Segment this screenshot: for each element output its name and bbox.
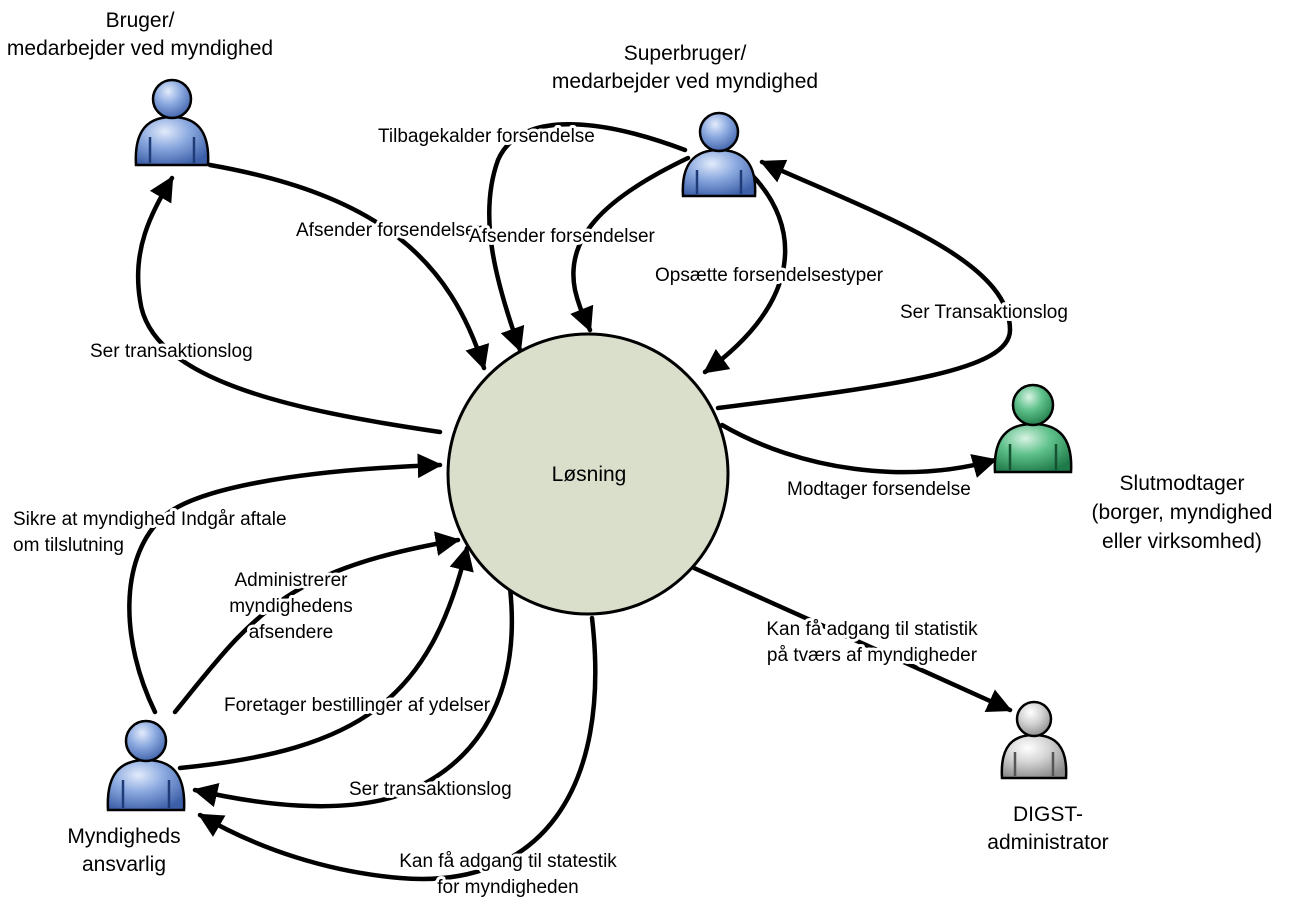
user-icon-green [993, 383, 1073, 474]
label-super-afsender: Afsender forsendelser [469, 226, 656, 247]
label-sikre-2: om tilslutning [13, 535, 124, 556]
label-bruger-afsender: Afsender forsendelser [296, 220, 483, 241]
solution-label: Løsning [552, 463, 627, 486]
edge-digst-statistik [691, 565, 1013, 713]
edge-tilbagekalder [487, 122, 688, 353]
actor-bruger-line2: medarbejder ved myndighed [7, 37, 273, 60]
user-icon-blue [681, 111, 757, 198]
label-tilbagekalder: Tilbagekalder forsendelse [378, 126, 595, 147]
label-bruger-ser-log: Ser transaktionslog [90, 341, 253, 362]
actor-slutmodtager-line3: eller virksomhed) [1102, 530, 1262, 553]
actor-digst-line2: administrator [987, 831, 1108, 854]
label-myn-statistik-2: for myndigheden [437, 877, 579, 898]
label-myn-statistik-1: Kan få adgang til statestik [399, 851, 617, 872]
actor-myndighed: Myndigheds ansvarlig [67, 719, 186, 876]
edge-super-ser-log [715, 159, 1013, 411]
label-adm-3: afsendere [249, 622, 334, 643]
actor-superbruger-line1: Superbruger/ [624, 42, 747, 65]
edge-myn-ser-log [192, 585, 515, 809]
label-super-ser-log: Ser Transaktionslog [900, 302, 1068, 323]
edge-modtager [719, 422, 998, 478]
edge-bruger-ser-log [135, 175, 443, 435]
edge-opsaette [702, 172, 788, 375]
label-digst-statistik-2: på tværs af myndigheder [767, 645, 978, 666]
actor-bruger: Bruger/ medarbejder ved myndighed [7, 9, 273, 167]
label-digst-statistik-1: Kan få adgang til statistik [766, 619, 978, 640]
edge-foretager [177, 545, 474, 771]
actor-digst: DIGST- administrator [987, 700, 1109, 854]
actor-bruger-line1: Bruger/ [106, 9, 175, 32]
edge-sikre [127, 453, 443, 715]
user-icon-blue [134, 78, 210, 167]
label-myn-ser-log: Ser transaktionslog [349, 779, 512, 800]
actor-digst-line1: DIGST- [1013, 803, 1083, 826]
actor-superbruger: Superbruger/ medarbejder ved myndighed [552, 42, 818, 198]
label-modtager: Modtager forsendelse [787, 479, 971, 500]
user-icon-gray [1000, 700, 1068, 780]
user-icon-blue [106, 719, 186, 812]
edge-labels: Tilbagekalder forsendelse Afsender forse… [10, 123, 1071, 901]
actor-superbruger-line2: medarbejder ved myndighed [552, 70, 818, 93]
solution-node: Løsning [446, 332, 730, 616]
edges [127, 122, 1013, 882]
label-foretager: Foretager bestillinger af ydelser [224, 695, 491, 716]
edge-myn-statistik [197, 615, 598, 882]
label-adm-2: myndighedens [229, 596, 353, 617]
label-opsaette: Opsætte forsendelsestyper [655, 265, 884, 286]
edge-administrerer [172, 531, 461, 715]
edge-super-afsender [570, 155, 691, 333]
solution-circle [446, 332, 730, 616]
actor-slutmodtager-line1: Slutmodtager [1120, 472, 1245, 495]
actor-slutmodtager: Slutmodtager (borger, myndighed eller vi… [993, 383, 1273, 553]
label-sikre-1: Sikre at myndighed Indgår aftale [13, 509, 287, 530]
actor-myndighed-line1: Myndigheds [67, 825, 180, 848]
edge-bruger-afsender [207, 162, 490, 371]
actor-slutmodtager-line2: (borger, myndighed [1092, 501, 1273, 524]
actor-myndighed-line2: ansvarlig [82, 853, 166, 876]
label-adm-1: Administrerer [235, 570, 349, 591]
